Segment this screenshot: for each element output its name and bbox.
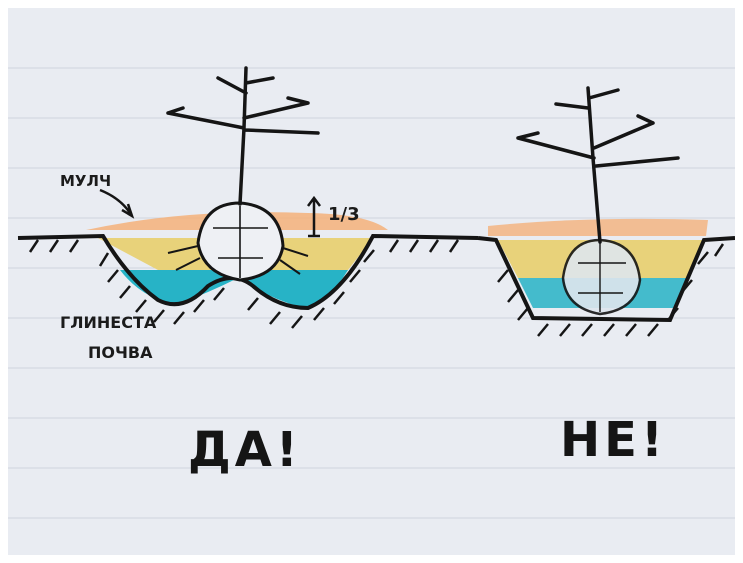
mulch-arrow	[100, 190, 132, 216]
tree-left	[168, 68, 318, 204]
clay-soil-label-1: ГЛИНЕСТА	[60, 313, 157, 332]
planting-diagram: МУЛЧ 1/3 ГЛИНЕСТА ПОЧВА ДА! НЕ!	[8, 8, 735, 555]
fraction-label: 1/3	[328, 204, 360, 225]
yes-label: ДА!	[188, 422, 302, 478]
drawing-frame: МУЛЧ 1/3 ГЛИНЕСТА ПОЧВА ДА! НЕ!	[8, 8, 735, 555]
incorrect-planting	[478, 88, 735, 336]
clay-soil-label-2: ПОЧВА	[88, 343, 153, 362]
mulch-label: МУЛЧ	[60, 172, 111, 190]
tree-right	[518, 88, 678, 242]
correct-planting	[18, 68, 478, 328]
no-label: НЕ!	[560, 412, 667, 468]
root-ball-right	[563, 240, 640, 314]
